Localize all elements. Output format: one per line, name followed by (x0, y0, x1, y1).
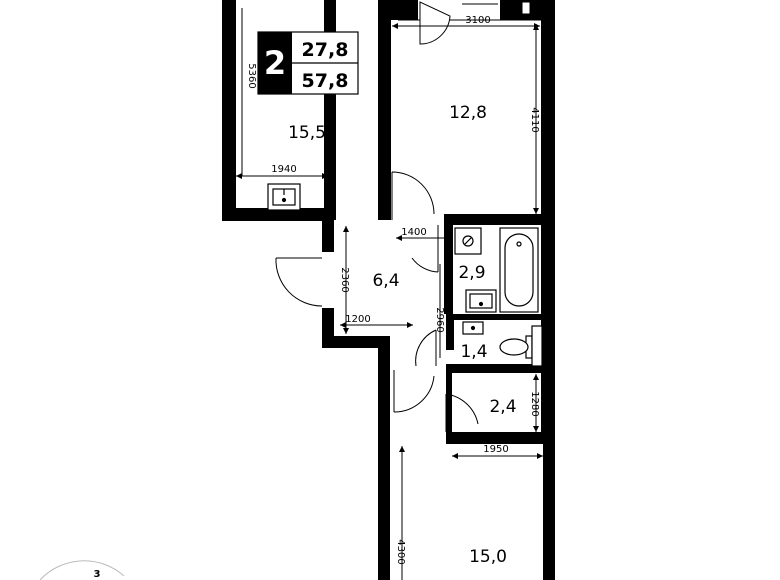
wall-bath-left (444, 214, 453, 314)
bathroom-area: 2,9 (458, 263, 485, 283)
wall-hall-bottom (322, 336, 390, 348)
wall-bath-toilet-divider (446, 314, 544, 320)
toilet (499, 335, 533, 359)
dim-bottom-height: 4300 (395, 539, 406, 564)
dim-bath-height: 2960 (434, 307, 445, 332)
dim-left-height: 5360 (246, 63, 257, 88)
fixtures (267, 183, 543, 367)
room-top-right-area: 12,8 (449, 103, 487, 123)
wall-toilet-left (446, 320, 454, 350)
wall-storage-left (446, 373, 452, 438)
wall-corridor-left (378, 336, 390, 580)
door-top-room-balcony (419, 1, 451, 45)
wall-right-lower (543, 438, 555, 580)
dim-right-height: 4110 (529, 107, 540, 132)
wall-bath-top (444, 214, 555, 225)
room-left-area: 15,5 (288, 123, 326, 143)
badge-total-area: 57,8 (302, 70, 349, 92)
washing-machine (454, 227, 482, 255)
dim-hall-top-width: 1400 (401, 227, 426, 238)
door-toilet (415, 329, 437, 367)
apartment-badge: 2 27,8 57,8 (257, 31, 359, 95)
dimension-labels: 3100 4110 5360 1940 1400 2360 1200 2960 … (246, 15, 540, 565)
walls (222, 0, 555, 580)
wall-storage-bottom (446, 432, 555, 444)
wall-top-room-top-left (378, 0, 418, 20)
door-top-room (391, 171, 435, 220)
toilet-sink (462, 321, 484, 335)
dim-storage-width: 1950 (483, 444, 508, 455)
wall-top-room-left (378, 0, 391, 220)
sink-left-room (267, 183, 301, 211)
door-bathroom (411, 225, 439, 273)
wall-hall-left-upper (322, 208, 334, 252)
badge-living-area: 27,8 (302, 39, 349, 61)
toilet-area: 1,4 (460, 342, 487, 362)
hall-area: 6,4 (372, 271, 399, 291)
dim-hall-height: 2360 (339, 267, 350, 292)
compass: 3 (39, 560, 125, 580)
bathtub (499, 227, 539, 313)
wall-left-room-outer (222, 0, 236, 220)
toilet-cistern-box (531, 325, 543, 367)
door-storage (445, 393, 479, 432)
dimension-arrows (236, 23, 543, 459)
dim-left-bottom-width: 1940 (271, 164, 296, 175)
wall-left-room-bottom (222, 208, 330, 221)
compass-arc (39, 560, 125, 580)
compass-label: 3 (94, 569, 101, 580)
dimension-lines (236, 8, 543, 580)
room-bottom-area: 15,0 (469, 547, 507, 567)
doors (275, 1, 479, 432)
wall-toilet-bottom (446, 364, 543, 373)
badge-rooms: 2 (264, 44, 286, 82)
dim-top-width: 3100 (465, 15, 490, 26)
storage-area: 2,4 (489, 397, 516, 417)
door-entrance (275, 257, 323, 307)
room-labels: 15,5 12,8 6,4 2,9 1,4 2,4 15,0 (288, 103, 516, 567)
dim-storage-height: 1280 (529, 391, 540, 416)
bathroom-sink (465, 289, 497, 313)
dim-hall-bottom-width: 1200 (345, 314, 370, 325)
door-bottom-room (393, 370, 435, 413)
